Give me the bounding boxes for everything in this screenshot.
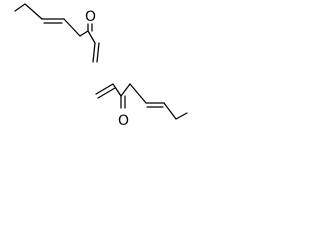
structure-canvas: O O xyxy=(0,0,189,131)
bond xyxy=(63,18,81,37)
structure-diagram: O O xyxy=(14,3,188,129)
bond xyxy=(175,112,188,120)
bond xyxy=(87,30,96,44)
bond xyxy=(112,83,122,97)
bond xyxy=(79,30,89,37)
bond xyxy=(96,42,100,63)
atom-label-oxygen: O xyxy=(118,113,129,129)
bond xyxy=(95,83,114,95)
bond xyxy=(129,83,147,104)
bond xyxy=(14,3,26,12)
molecule-bottom: O xyxy=(95,83,188,129)
atom-label-oxygen: O xyxy=(85,9,96,25)
molecule-top: O xyxy=(14,3,100,63)
bond xyxy=(163,102,177,120)
bond xyxy=(120,83,131,97)
bond xyxy=(24,3,43,20)
bond xyxy=(97,87,116,99)
bond xyxy=(92,42,96,63)
